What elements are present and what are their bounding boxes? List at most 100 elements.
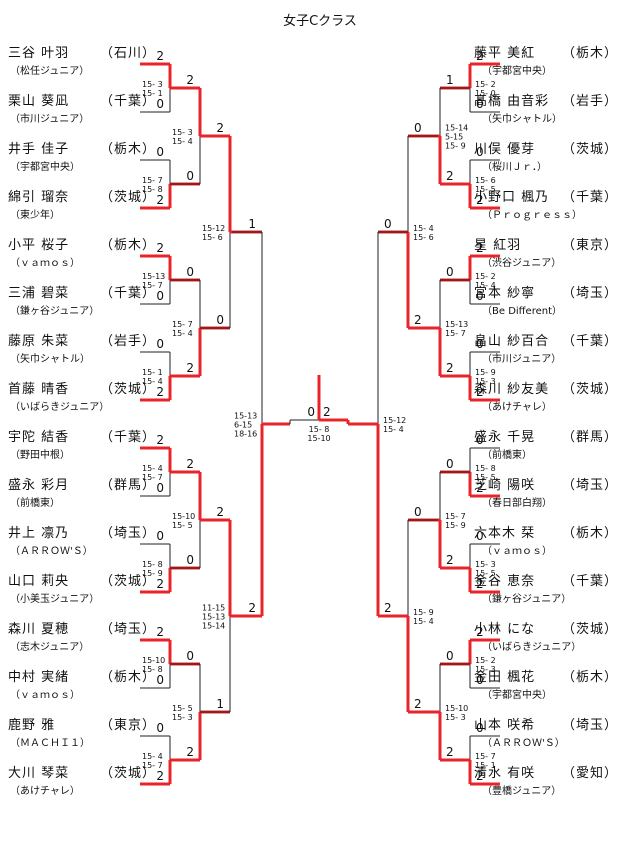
set-score: 15- 3	[172, 713, 193, 722]
player-name: 小野口 楓乃	[474, 190, 549, 205]
player-name: 藤平 美紅	[474, 46, 535, 61]
set-score: 15-13	[142, 272, 165, 281]
player-prefecture: （栃木）	[562, 46, 618, 61]
set-score: 15- 3	[475, 377, 496, 386]
player-club: （いばらきジュニア）	[10, 401, 109, 413]
set-score: 15-10	[172, 512, 195, 521]
player-prefecture: （千葉）	[562, 334, 618, 349]
set-score: 15- 2	[475, 656, 496, 665]
game-count: 2	[446, 745, 454, 759]
set-score: 15-13	[445, 320, 468, 329]
game-count: 2	[248, 601, 256, 615]
game-count: 2	[156, 241, 164, 255]
player-club: （あけチャレ）	[10, 785, 80, 797]
game-count: 0	[156, 481, 164, 495]
player-club: （鎌ヶ谷ジュニア）	[482, 592, 571, 605]
set-score: 15- 9	[413, 608, 434, 617]
game-count: 0	[384, 217, 392, 231]
set-score: 15- 7	[142, 176, 163, 185]
set-score: 15- 1	[142, 89, 163, 98]
player-prefecture: （茨城）	[562, 142, 618, 157]
game-count: 2	[216, 121, 224, 135]
set-score: 15- 4	[475, 281, 496, 290]
player-club: （野田中根）	[10, 448, 70, 461]
player-club: （春日部白翔）	[482, 496, 552, 509]
set-score: 15- 2	[475, 80, 496, 89]
player-club: （ｖａｍｏｓ）	[482, 545, 552, 557]
player-prefecture: （茨城）	[562, 622, 618, 637]
final-set-score: 15-10	[307, 434, 330, 443]
player-prefecture: （埼玉）	[562, 718, 618, 733]
game-count: 2	[476, 625, 484, 639]
player-name: 井上 凛乃	[8, 525, 69, 541]
set-score: 15- 3	[475, 665, 496, 674]
set-score: 15-14	[202, 622, 225, 631]
game-count: 2	[414, 313, 422, 327]
player-prefecture: （茨城）	[100, 382, 156, 397]
set-score: 15-12	[383, 416, 406, 425]
game-count: 2	[446, 361, 454, 375]
set-score: 15- 5	[172, 521, 193, 530]
game-count: 2	[156, 193, 164, 207]
game-count: 0	[414, 121, 422, 135]
player-prefecture: （埼玉）	[100, 526, 156, 541]
player-club: （鎌ヶ谷ジュニア）	[10, 304, 99, 317]
player-prefecture: （埼玉）	[562, 286, 618, 301]
game-count: 1	[248, 217, 256, 231]
set-score: 15- 4	[142, 377, 163, 386]
set-score: 15- 3	[172, 128, 193, 137]
player-prefecture: （東京）	[100, 717, 156, 733]
player-name: 森川 夏穂	[8, 622, 69, 637]
game-count: 2	[186, 457, 194, 471]
set-score: 15- 6	[475, 176, 496, 185]
game-count: 0	[446, 649, 454, 663]
game-count: 0	[476, 529, 484, 543]
player-name: 小平 桜子	[8, 238, 69, 253]
game-count: 0	[446, 457, 454, 471]
player-name: 宇陀 結香	[8, 429, 69, 445]
game-count: 0	[476, 337, 484, 351]
player-prefecture: （愛知）	[562, 765, 618, 781]
game-count: 0	[156, 337, 164, 351]
player-prefecture: （栃木）	[562, 670, 618, 685]
set-score: 15- 7	[445, 329, 466, 338]
game-count: 0	[476, 673, 484, 687]
player-prefecture: （栃木）	[562, 526, 618, 541]
set-score: 15-13	[202, 613, 225, 622]
set-score: 5-15	[445, 133, 463, 142]
game-count: 2	[186, 745, 194, 759]
set-score: 15- 9	[445, 521, 466, 530]
game-count: 2	[446, 169, 454, 183]
player-name: 髙橋 由音彩	[474, 93, 549, 109]
final-count-right: 2	[323, 405, 331, 419]
player-prefecture: （埼玉）	[562, 478, 618, 493]
player-prefecture: （栃木）	[100, 142, 156, 157]
player-prefecture: （茨城）	[562, 382, 618, 397]
set-score: 15- 8	[142, 665, 163, 674]
game-count: 1	[446, 73, 454, 87]
player-prefecture: （栃木）	[100, 670, 156, 685]
set-score: 15- 1	[142, 368, 163, 377]
set-score: 15-10	[142, 656, 165, 665]
player-club: （ｖａｍｏｓ）	[10, 689, 80, 701]
game-count: 2	[414, 697, 422, 711]
player-club: （志木ジュニア）	[10, 640, 89, 653]
player-name: 金田 楓花	[474, 669, 535, 685]
player-name: 大川 琴菜	[8, 766, 69, 781]
set-score: 15- 0	[475, 89, 496, 98]
game-count: 0	[186, 553, 194, 567]
game-count: 0	[216, 313, 224, 327]
game-count: 0	[156, 97, 164, 111]
game-count: 2	[156, 769, 164, 783]
player-club: （宇都宮中央）	[482, 64, 552, 77]
player-name: 金谷 恵奈	[474, 573, 535, 589]
player-club: （Ｐｒｏｇｒｅｓｓ）	[482, 209, 582, 221]
player-prefecture: （埼玉）	[100, 622, 156, 637]
player-prefecture: （群馬）	[562, 430, 618, 445]
player-club: （ＡＲＲＯＷ'Ｓ）	[10, 545, 93, 557]
game-count: 0	[476, 289, 484, 303]
player-club: （前橋東）	[10, 496, 60, 509]
game-count: 2	[156, 385, 164, 399]
set-score: 15- 9	[475, 368, 496, 377]
